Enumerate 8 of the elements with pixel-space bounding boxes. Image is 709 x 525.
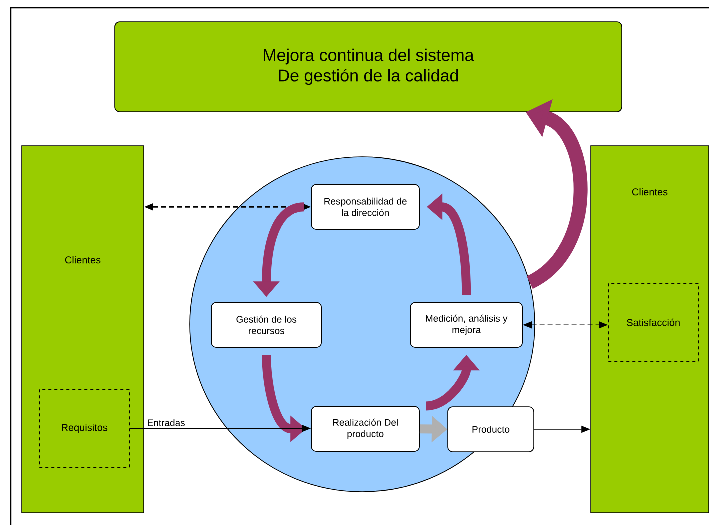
- edge-label: Entradas: [146, 418, 186, 428]
- title-box: Mejora continua del sistema De gestión de la calidad: [114, 22, 622, 112]
- process-box: Gestión de los recursos: [211, 302, 322, 348]
- dashed-box: Satisfacción: [608, 283, 700, 362]
- dashed-box: Requisitos: [39, 389, 130, 468]
- process-box: Medición, análisis y mejora: [410, 302, 523, 348]
- process-box: Realización Del producto: [311, 406, 420, 452]
- process-box: Responsabilidad de la dirección: [311, 184, 420, 230]
